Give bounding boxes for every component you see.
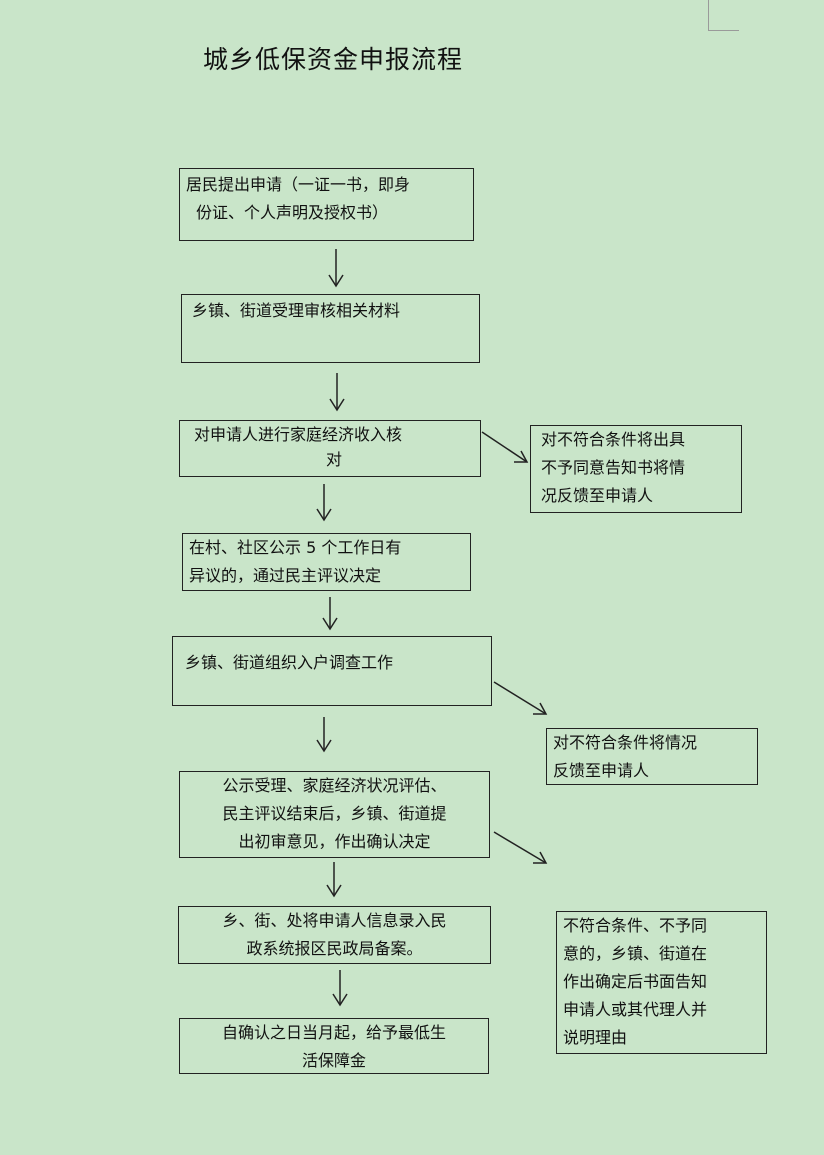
- step-record-line2: 政系统报区民政局备案。: [246, 939, 423, 958]
- arrow-verify-to-publicity: [316, 484, 332, 522]
- note-reject-verify-box: 对不符合条件将出具 不予同意告知书将情 况反馈至申请人: [530, 425, 742, 513]
- arrow-publicity-to-investigate: [322, 597, 338, 631]
- step-verify-line1: 对申请人进行家庭经济收入核: [194, 425, 403, 444]
- step-grant-line2: 活保障金: [301, 1051, 366, 1070]
- step-review-box: 公示受理、家庭经济状况评估、 民主评议结束后，乡镇、街道提 出初审意见，作出确认…: [179, 771, 490, 858]
- step-review-line3: 出初审意见，作出确认决定: [238, 832, 431, 851]
- note-reject-verify-line2: 不予同意告知书将情: [541, 458, 686, 477]
- step-apply-line2: 份证、个人声明及授权书）: [196, 203, 389, 222]
- step-publicity-line2: 异议的，通过民主评议决定: [189, 566, 382, 585]
- note-reject-review-line1: 不符合条件、不予同: [563, 916, 708, 935]
- arrow-verify-to-reject-note: [481, 431, 529, 463]
- arrow-review-to-reject-note: [493, 831, 548, 864]
- step-record-line1: 乡、街、处将申请人信息录入民: [222, 911, 447, 930]
- step-record-box: 乡、街、处将申请人信息录入民 政系统报区民政局备案。: [178, 906, 491, 964]
- note-reject-review-line2: 意的，乡镇、街道在: [563, 944, 708, 963]
- step-apply-box: 居民提出申请（一证一书，即身 份证、个人声明及授权书）: [179, 168, 474, 241]
- step-grant-box: 自确认之日当月起，给予最低生 活保障金: [179, 1018, 489, 1074]
- note-reject-investigate-line2: 反馈至申请人: [553, 761, 650, 780]
- step-verify-box: 对申请人进行家庭经济收入核 对: [179, 420, 481, 477]
- note-reject-review-box: 不符合条件、不予同 意的，乡镇、街道在 作出确定后书面告知 申请人或其代理人并 …: [556, 911, 767, 1054]
- step-verify-line2: 对: [326, 450, 343, 469]
- step-investigate-box: 乡镇、街道组织入户调查工作: [172, 636, 492, 706]
- step-publicity-box: 在村、社区公示 5 个工作日有 异议的，通过民主评议决定: [182, 533, 471, 591]
- note-reject-review-line3: 作出确定后书面告知: [563, 972, 708, 991]
- step-publicity-line1: 在村、社区公示 5 个工作日有: [189, 538, 402, 557]
- arrow-investigate-to-review: [316, 717, 332, 753]
- arrow-investigate-to-reject-note: [493, 681, 548, 715]
- step-review-line2: 民主评议结束后，乡镇、街道提: [222, 804, 447, 823]
- note-reject-review-line5: 说明理由: [563, 1028, 628, 1047]
- arrow-record-to-grant: [332, 970, 348, 1007]
- arrow-accept-to-verify: [329, 373, 345, 412]
- note-reject-verify-line3: 况反馈至申请人: [541, 486, 654, 505]
- step-investigate-text: 乡镇、街道组织入户调查工作: [185, 653, 394, 672]
- note-reject-verify-line1: 对不符合条件将出具: [541, 430, 686, 449]
- note-reject-investigate-line1: 对不符合条件将情况: [553, 733, 698, 752]
- note-reject-review-line4: 申请人或其代理人并: [563, 1000, 708, 1019]
- arrow-review-to-record: [326, 862, 342, 898]
- step-accept-text: 乡镇、街道受理审核相关材料: [192, 301, 401, 320]
- page-corner-mark: [708, 0, 739, 31]
- step-apply-line1: 居民提出申请（一证一书，即身: [186, 175, 411, 194]
- step-accept-box: 乡镇、街道受理审核相关材料: [181, 294, 480, 363]
- step-review-line1: 公示受理、家庭经济状况评估、: [222, 776, 447, 795]
- arrow-apply-to-accept: [328, 249, 344, 288]
- note-reject-investigate-box: 对不符合条件将情况 反馈至申请人: [546, 728, 758, 785]
- page-title: 城乡低保资金申报流程: [203, 45, 464, 74]
- step-grant-line1: 自确认之日当月起，给予最低生: [221, 1023, 446, 1042]
